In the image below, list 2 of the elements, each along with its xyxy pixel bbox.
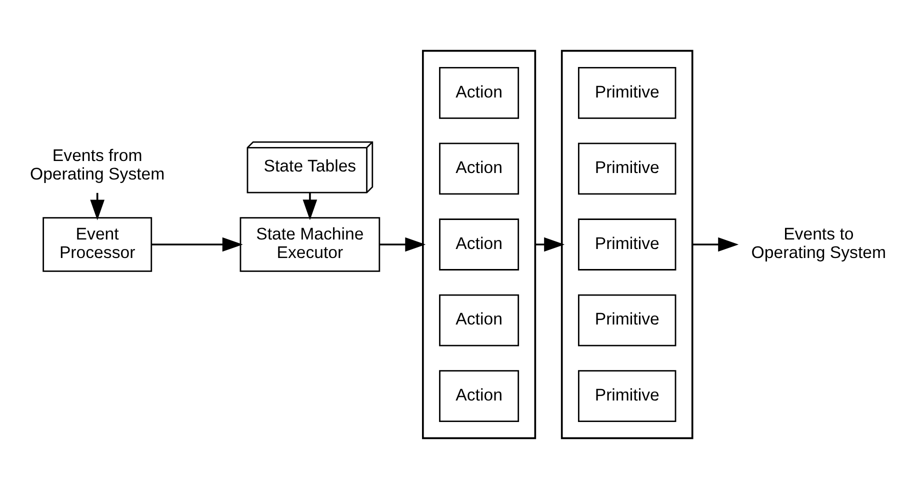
node-text: Events from Operating System xyxy=(30,146,165,183)
node-text: Events to Operating System xyxy=(751,224,886,262)
